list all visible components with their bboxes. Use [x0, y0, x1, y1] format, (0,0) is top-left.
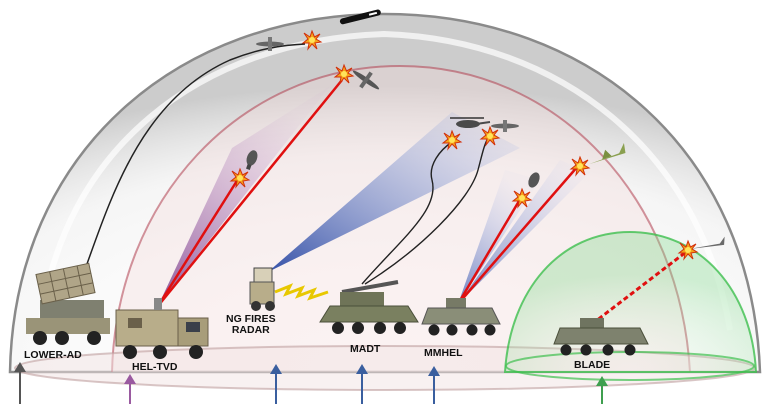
lower-ad-arrow: [14, 362, 26, 404]
lower-ad-trail: [81, 43, 306, 279]
mortar-round-icon: [246, 150, 258, 170]
blade-arrow: [596, 376, 608, 404]
madt-trail-2: [364, 137, 489, 285]
uav-icon: [352, 70, 380, 90]
mortar-round-icon: [528, 172, 540, 188]
blade-laser: [591, 250, 687, 326]
madt-trail-1: [361, 141, 453, 285]
radar-beam-cone: [268, 112, 520, 272]
helicopter-icon: [450, 117, 491, 128]
mmhel-vehicle: [421, 298, 501, 336]
ng-fires-radar-arrow: [270, 364, 282, 404]
lower-ad-launcher: [26, 262, 110, 345]
mmhel-laser-1: [456, 195, 524, 305]
blade-label: BLADE: [574, 359, 611, 371]
madt-arrow: [356, 364, 368, 404]
ng-fires-radar-label: NG FIRES RADAR: [226, 313, 276, 336]
blade-vehicle: [553, 318, 649, 356]
hel-beam-cone: [158, 86, 330, 306]
radar-data-link: [274, 283, 329, 301]
mmhel-label: MMHEL: [424, 347, 463, 359]
uav-icon: [589, 142, 626, 165]
uav-icon: [491, 120, 519, 132]
outer-dome-highlight: [37, 30, 733, 331]
hel-laser-1: [156, 175, 242, 307]
madt-label: MADT: [350, 343, 381, 355]
mmhel-beam-cone-2: [458, 160, 590, 304]
ng-fires-radar: [249, 267, 275, 311]
hel-tvd-label: HEL-TVD: [132, 361, 178, 373]
madt-vehicle: [319, 280, 419, 334]
uav-icon: [688, 236, 725, 250]
mmhel-laser-2: [457, 165, 579, 305]
hel-laser-2: [157, 79, 343, 307]
hel-tvd-truck: [115, 298, 209, 359]
hel-tvd-arrow: [124, 374, 136, 404]
uav-icon: [256, 37, 284, 51]
cruise-missile-icon: [339, 9, 381, 25]
mmhel-arrow: [428, 366, 440, 404]
lower-ad-label: LOWER-AD: [24, 349, 82, 361]
